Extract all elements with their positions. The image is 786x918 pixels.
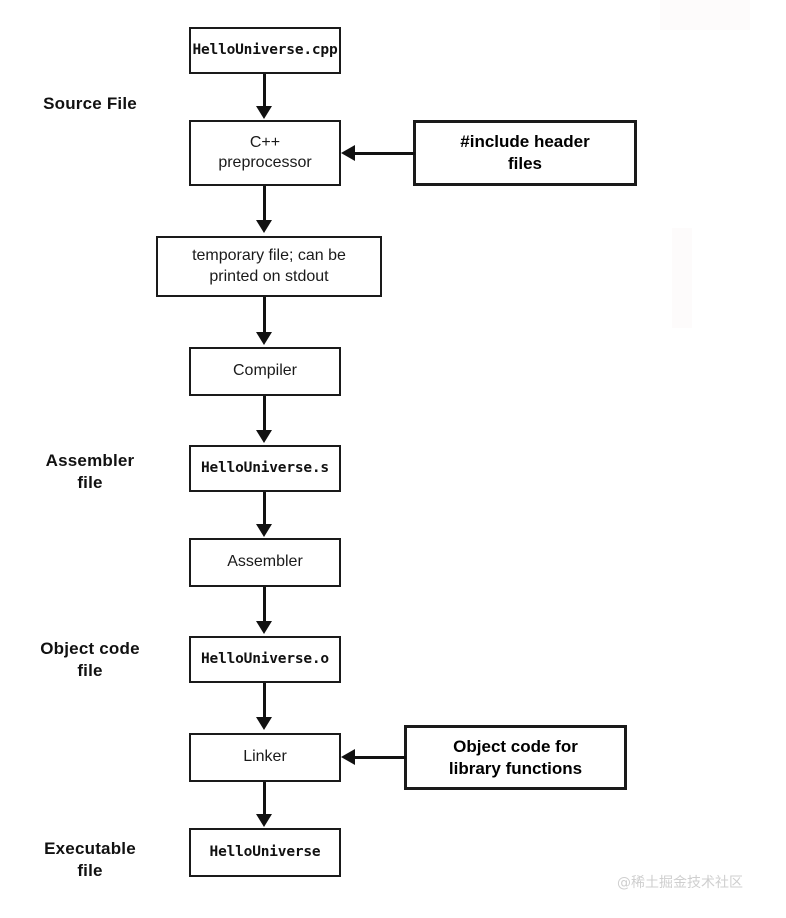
node-object-file[interactable]: HelloUniverse.o (189, 636, 341, 683)
stage-label-assembler-file: Assembler file (45, 451, 135, 493)
edge-assembler-to-objfile-line (263, 587, 266, 623)
edge-asmfile-to-assembler-arrow (256, 524, 272, 537)
watermark-text: @稀土掘金技术社区 (617, 875, 743, 891)
node-assembler[interactable]: Assembler (189, 538, 341, 587)
edge-compiler-to-asmfile-line (263, 396, 266, 432)
edge-source-to-preprocessor-arrow (256, 106, 272, 119)
edge-libobj-to-linker-arrow (341, 749, 355, 765)
node-include-header-files[interactable]: #include header files (413, 120, 637, 186)
edge-libobj-to-linker-line (355, 756, 406, 759)
background-artifact (672, 228, 692, 328)
node-source-file[interactable]: HelloUniverse.cpp (189, 27, 341, 74)
stage-label-object-code-file: Object code file (40, 639, 140, 681)
node-library-object-code[interactable]: Object code for library functions (404, 725, 627, 790)
node-cpp-preprocessor[interactable]: C++ preprocessor (189, 120, 341, 186)
node-executable-file[interactable]: HelloUniverse (189, 828, 341, 877)
edge-objfile-to-linker-line (263, 683, 266, 719)
edge-source-to-preprocessor-line (263, 74, 266, 108)
edge-include-to-preprocessor-line (355, 152, 415, 155)
edge-preprocessor-to-temp-arrow (256, 220, 272, 233)
node-linker[interactable]: Linker (189, 733, 341, 782)
edge-preprocessor-to-temp-line (263, 186, 266, 222)
edge-objfile-to-linker-arrow (256, 717, 272, 730)
node-temporary-file[interactable]: temporary file; can be printed on stdout (156, 236, 382, 297)
background-artifact (660, 0, 750, 30)
edge-temp-to-compiler-line (263, 297, 266, 333)
edge-linker-to-exefile-line (263, 782, 266, 817)
edge-asmfile-to-assembler-line (263, 492, 266, 527)
edge-include-to-preprocessor-arrow (341, 145, 355, 161)
edge-temp-to-compiler-arrow (256, 332, 272, 345)
node-compiler[interactable]: Compiler (189, 347, 341, 396)
stage-label-executable-file: Executable file (44, 839, 136, 881)
node-assembler-file[interactable]: HelloUniverse.s (189, 445, 341, 492)
edge-linker-to-exefile-arrow (256, 814, 272, 827)
edge-compiler-to-asmfile-arrow (256, 430, 272, 443)
edge-assembler-to-objfile-arrow (256, 621, 272, 634)
stage-label-source-file: Source File (43, 94, 137, 113)
